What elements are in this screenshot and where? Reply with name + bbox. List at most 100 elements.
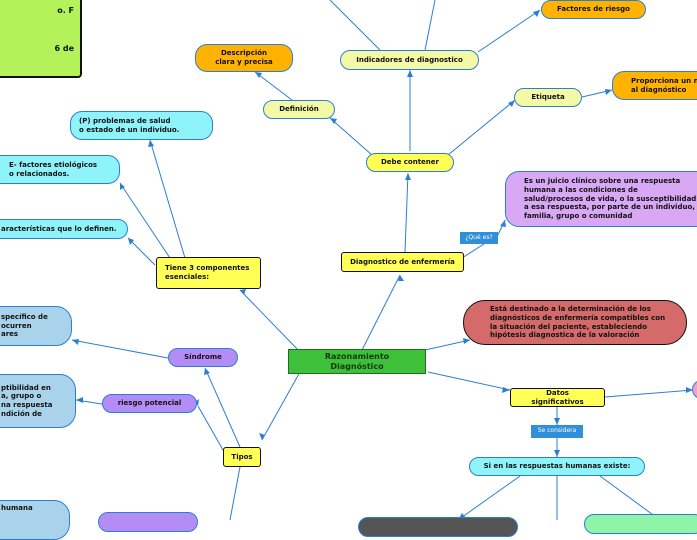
node-componente-e[interactable]: E- factores etiológicos o relacionados.	[0, 155, 120, 184]
arrow-proporciona	[605, 89, 612, 95]
node-tres-componentes[interactable]: Tiene 3 componentes esenciales:	[156, 257, 261, 289]
edge-debe-definicion	[329, 117, 373, 156]
proporciona-label: Proporciona un n al diagnóstico	[631, 76, 697, 94]
riesgo-desc-label: ptibilidad en a, grupo o na respuesta nd…	[1, 383, 53, 418]
edge-indicadores-factores	[477, 9, 541, 53]
node-diagnostico-enfermeria[interactable]: Diagnostico de enfermería	[341, 252, 464, 272]
arrow-indicadores	[407, 70, 413, 77]
top-left-line1: o. F	[57, 6, 74, 15]
node-tipos[interactable]: Tipos	[223, 447, 261, 467]
arrow-datos	[502, 387, 510, 393]
bottom-left-desc-label: humana	[1, 504, 33, 512]
node-sindrome[interactable]: Síndrome	[168, 348, 238, 367]
arrow-p	[148, 140, 154, 147]
que-es-desc-label: Es un juicio clínico sobre una respuesta…	[524, 177, 697, 221]
node-indicadores[interactable]: Indicadores de diagnostico	[340, 50, 479, 70]
node-riesgo-potencial[interactable]: riesgo potencial	[102, 394, 197, 413]
top-left-box: o. F 6 de	[0, 0, 82, 78]
tipos-label: Tipos	[231, 452, 253, 461]
arrow-debe	[405, 173, 411, 180]
node-factores-riesgo[interactable]: Factores de riesgo	[541, 0, 646, 19]
edge-tipos-down	[229, 466, 241, 520]
node-bottom-right-partial[interactable]	[584, 514, 697, 534]
node-sindrome-desc[interactable]: specífico de ocurren ares	[0, 306, 72, 346]
arrow-riesgo	[195, 399, 199, 406]
arrow-tipos	[259, 433, 265, 440]
edge-root-componentes	[239, 289, 301, 353]
root-node[interactable]: Razonamiento Diagnóstico	[288, 349, 426, 374]
node-definicion[interactable]: Definición	[263, 100, 335, 119]
node-componente-s[interactable]: aracterísticas que lo definen.	[0, 219, 128, 239]
edge-tipos-riesgo	[197, 405, 224, 451]
edge-comp-p	[149, 139, 186, 259]
edge-indicadores-up1	[329, 0, 381, 51]
arrow-e	[120, 183, 125, 190]
edge-root-datos	[427, 371, 511, 391]
tag-que-es[interactable]: ¿Qué es?	[460, 232, 498, 244]
arrow-datos-right	[686, 387, 693, 393]
arrow-quees	[500, 220, 506, 227]
descripcion-label: Descripción clara y precisa	[215, 49, 273, 66]
componente-p-label: (P) problemas de salud o estado de un in…	[79, 116, 180, 134]
debe-contener-label: Debe contener	[381, 158, 439, 167]
arrow-etiqueta	[508, 100, 515, 107]
node-debe-contener[interactable]: Debe contener	[366, 153, 454, 172]
arrow-considera	[554, 418, 560, 425]
node-bottom-left-desc[interactable]: humana	[0, 500, 70, 540]
definicion-label: Definición	[279, 105, 319, 114]
edge-tipos-sindrome	[204, 367, 241, 448]
node-si-respuestas[interactable]: Si en las respuestas humanas existe:	[469, 457, 645, 476]
node-riesgo-desc[interactable]: ptibilidad en a, grupo o na respuesta nd…	[0, 374, 76, 428]
connector-lines	[71, 0, 694, 520]
factores-riesgo-label: Factores de riesgo	[557, 5, 630, 14]
edge-diag-debe	[404, 172, 409, 253]
arrow-riesgo-desc	[76, 397, 83, 403]
arrow-sindrome-desc	[72, 339, 79, 345]
edge-indicadores-up2	[424, 0, 436, 51]
indicadores-label: Indicadores de diagnostico	[356, 55, 463, 64]
node-etiqueta[interactable]: Etiqueta	[514, 88, 582, 107]
arrow-factores	[533, 10, 540, 17]
root-label: Razonamiento Diagnóstico	[324, 351, 390, 371]
node-que-es-desc[interactable]: Es un juicio clínico sobre una respuesta…	[505, 171, 697, 227]
diagnostico-enfermeria-label: Diagnostico de enfermería	[350, 257, 455, 266]
arrow-diag	[398, 275, 404, 281]
edge-sindrome-desc	[71, 339, 169, 359]
arrow-si	[554, 450, 560, 457]
arrow-destinado	[463, 338, 470, 344]
edge-definicion-descripcion	[254, 71, 293, 101]
edge-comp-e	[119, 182, 171, 259]
arrow-s	[128, 238, 134, 245]
edge-si-left	[457, 475, 521, 520]
top-left-line2: 6 de	[54, 44, 74, 53]
node-destinado[interactable]: Está destinado a la determinación de los…	[463, 300, 687, 345]
arrow-sindrome	[204, 368, 210, 375]
sindrome-desc-label: specífico de ocurren ares	[1, 312, 48, 339]
node-componente-p[interactable]: (P) problemas de salud o estado de un in…	[70, 111, 213, 140]
node-descripcion[interactable]: Descripción clara y precisa	[195, 44, 293, 72]
node-bottom-purple-partial[interactable]	[98, 512, 198, 532]
datos-significativos-label: Datos significativos	[531, 388, 584, 406]
edge-datos-right	[604, 389, 694, 398]
edge-debe-etiqueta	[447, 99, 516, 156]
tag-se-considera[interactable]: Se considera	[531, 425, 583, 438]
node-bottom-mid-partial[interactable]	[358, 517, 518, 537]
arrow-definicion	[330, 118, 337, 124]
destinado-label: Está destinado a la determinación de los…	[490, 305, 666, 340]
edge-root-destinado	[424, 339, 471, 351]
componente-s-label: aracterísticas que lo definen.	[1, 224, 117, 233]
edge-si-right	[599, 475, 661, 520]
node-datos-significativos[interactable]: Datos significativos	[510, 388, 605, 407]
edge-comp-s	[127, 237, 156, 266]
si-respuestas-label: Si en las respuestas humanas existe:	[483, 462, 631, 471]
arrow-comp	[240, 289, 246, 295]
tres-componentes-label: Tiene 3 componentes esenciales:	[165, 264, 250, 281]
sindrome-label: Síndrome	[184, 353, 222, 362]
edge-root-diagnostico	[361, 274, 401, 351]
riesgo-potencial-label: riesgo potencial	[117, 399, 182, 408]
componente-e-label: E- factores etiológicos o relacionados.	[9, 160, 98, 178]
edge-root-tipos	[261, 371, 301, 441]
node-proporciona[interactable]: Proporciona un n al diagnóstico	[612, 71, 697, 100]
arrow-descripcion	[255, 72, 262, 78]
etiqueta-label: Etiqueta	[531, 93, 565, 102]
